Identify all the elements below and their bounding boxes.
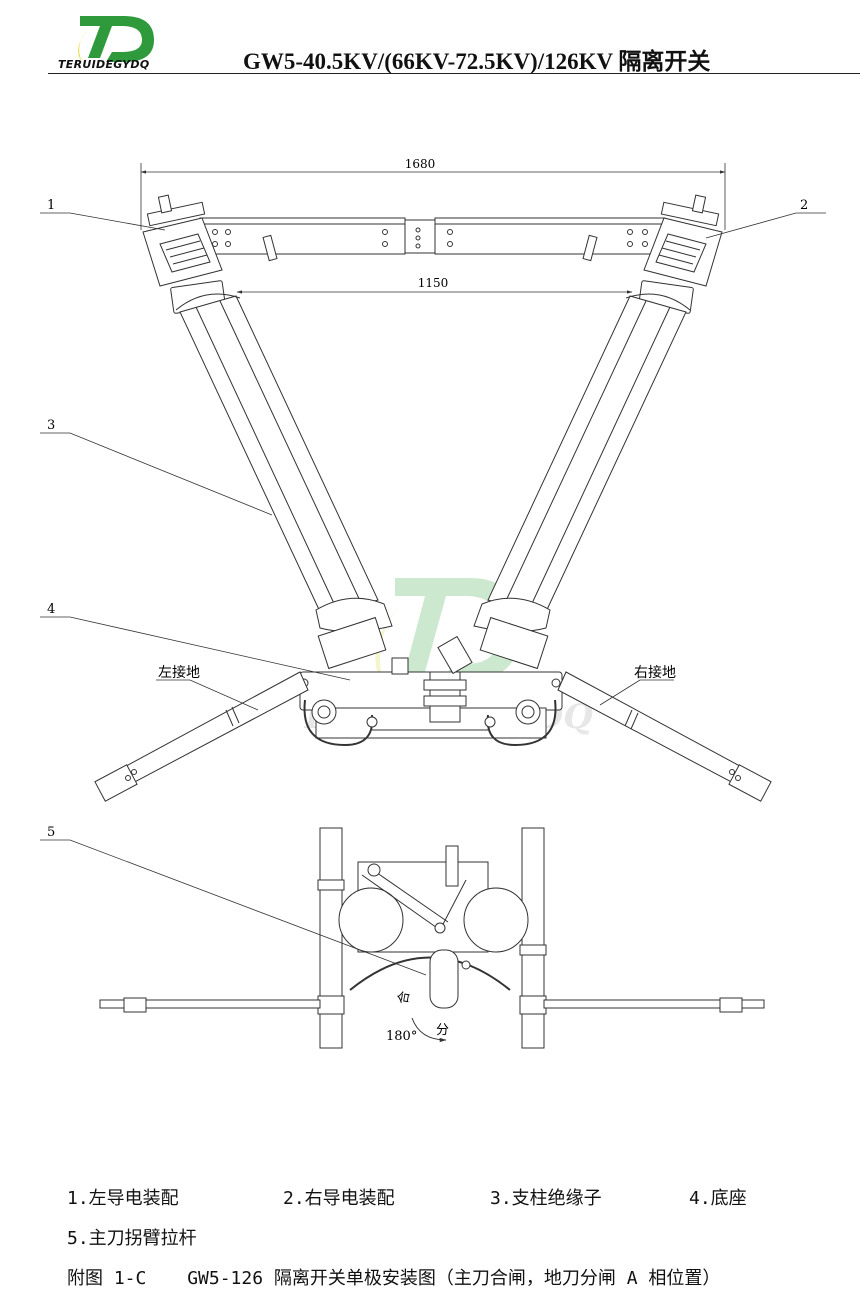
dimension-1150: 1150 xyxy=(418,276,449,290)
left-ground-label: 左接地 xyxy=(158,664,200,681)
figure-caption: 附图 1-C GW5-126 隔离开关单极安装图（主刀合闸，地刀分闸 A 相位置… xyxy=(67,1264,750,1290)
left-ground-arm xyxy=(94,671,309,802)
legend-item-4: 4.底座 xyxy=(689,1188,747,1209)
conductive-arm xyxy=(199,217,666,262)
logo-text: TERUIDEGYDQ xyxy=(58,58,150,71)
callout-4: 4 xyxy=(47,602,55,617)
legend-item-3: 3.支柱绝缘子 xyxy=(490,1188,602,1209)
callout-1: 1 xyxy=(47,198,55,213)
figure-caption-text: GW5-126 隔离开关单极安装图（主刀合闸，地刀分闸 A 相位置） xyxy=(187,1268,721,1289)
right-insulator xyxy=(473,293,691,670)
callout-5: 5 xyxy=(47,825,55,840)
callout-3: 3 xyxy=(47,418,55,433)
legend-item-5: 5.主刀拐臂拉杆 xyxy=(67,1228,197,1249)
document-title: GW5-40.5KV/(66KV-72.5KV)/126KV 隔离开关 xyxy=(243,49,711,74)
right-ground-arm xyxy=(557,671,772,802)
callout-leaders xyxy=(40,212,826,976)
plan-view xyxy=(99,827,765,1049)
installation-drawing: TERUIDEGYDQ 1680 1150 xyxy=(40,157,826,1049)
company-logo xyxy=(78,16,154,62)
dimension-1680: 1680 xyxy=(405,157,436,171)
open-label: 分 xyxy=(436,1023,449,1038)
rotation-label: 180° xyxy=(386,1029,417,1044)
right-ground-label: 右接地 xyxy=(634,664,676,681)
left-insulator xyxy=(175,293,393,670)
legend-row-1: 1.左导电装配 2.右导电装配 3.支柱绝缘子 4.底座 xyxy=(0,1184,860,1209)
page-header: TERUIDEGYDQ GW5-40.5KV/(66KV-72.5KV)/126… xyxy=(0,0,860,80)
overall-dimension xyxy=(140,163,726,230)
legend-item-2: 2.右导电装配 xyxy=(283,1188,395,1209)
base-assembly xyxy=(299,635,563,747)
legend-item-1: 1.左导电装配 xyxy=(67,1188,179,1209)
figure-number: 附图 1-C xyxy=(67,1268,147,1289)
callout-2: 2 xyxy=(800,198,808,213)
right-contact-head xyxy=(638,194,723,314)
header-rule xyxy=(48,73,860,74)
legend-row-2: 5.主刀拐臂拉杆 xyxy=(0,1224,860,1249)
close-label: 合 xyxy=(396,990,413,1005)
left-contact-head xyxy=(142,194,226,314)
